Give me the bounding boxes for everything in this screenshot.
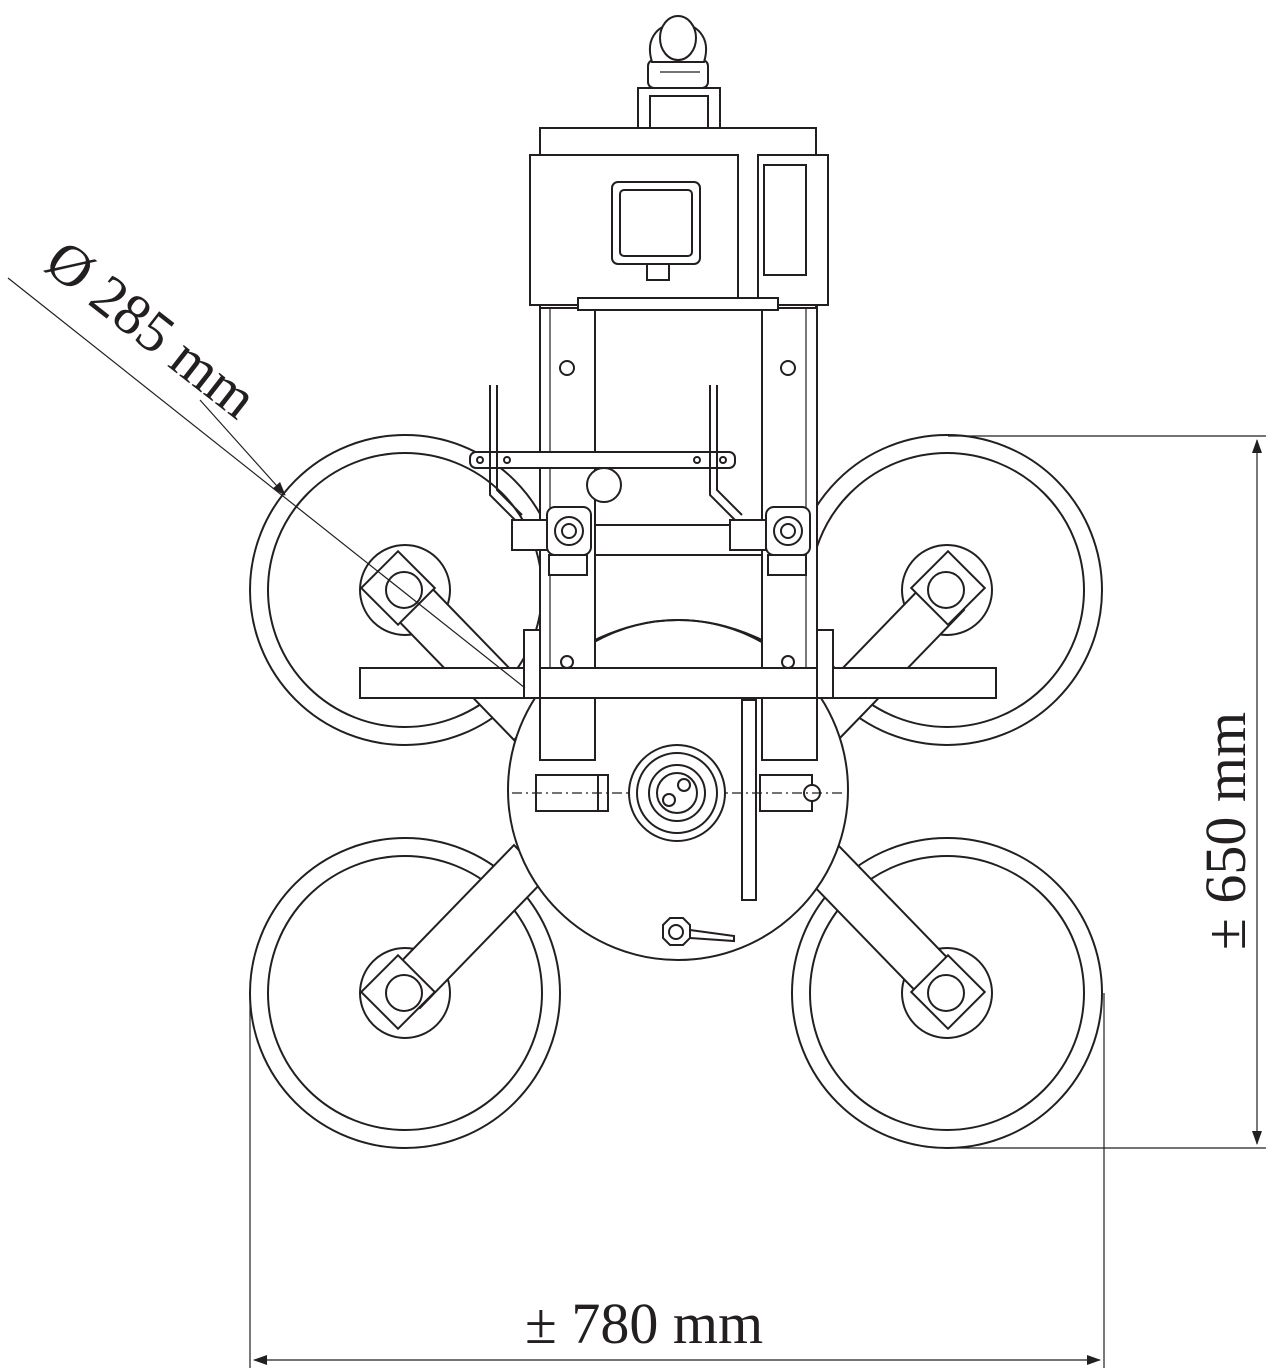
pad-bolt-bottom-left (359, 953, 437, 1031)
pump-housing-icon (529, 127, 829, 311)
height-dimension: ± 650 mm (948, 435, 1266, 1149)
lower-brackets (512, 629, 845, 901)
lifting-eye-icon (637, 15, 721, 129)
height-label: ± 650 mm (1193, 712, 1258, 950)
width-label: ± 780 mm (525, 1291, 763, 1356)
vacuum-pad-bottom-right (791, 837, 1103, 1149)
vacuum-gauge-icon (628, 744, 726, 842)
pad-bolt-top-right (909, 549, 987, 627)
width-dimension: ± 780 mm (249, 993, 1105, 1368)
crossbar (359, 667, 997, 699)
valve-nut-left (546, 506, 592, 576)
valve-nut-right (765, 506, 811, 576)
hose-bracket (469, 385, 767, 551)
vacuum-pad-bottom-left (249, 837, 561, 1149)
pad-bolt-bottom-right (909, 953, 987, 1031)
release-valve (662, 917, 735, 946)
pad-diameter-label: Ø 285 mm (34, 227, 270, 431)
